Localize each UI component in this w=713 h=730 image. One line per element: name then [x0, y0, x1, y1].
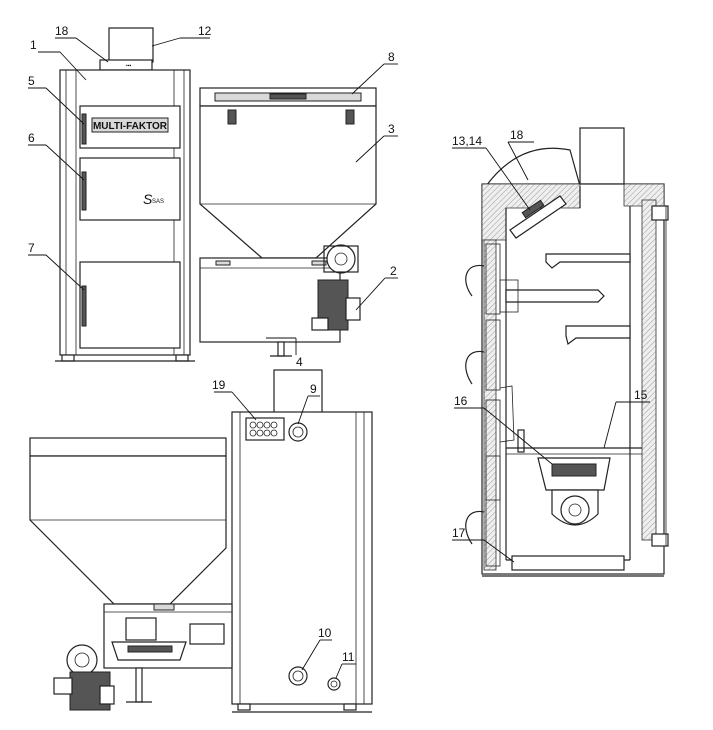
callout-3: 3: [388, 122, 395, 136]
callout-12: 12: [198, 24, 212, 38]
baffle-middle: [505, 289, 605, 303]
lid-hinge-left: [227, 109, 237, 125]
section-flow-connection: [651, 205, 669, 221]
front-leaders: [28, 37, 398, 355]
feeder-junction: [189, 623, 225, 645]
baffle-top: [545, 253, 631, 269]
callout-18-front: 18: [55, 24, 69, 38]
callout-5: 5: [28, 74, 35, 88]
signature-mark: S: [143, 191, 153, 207]
callout-4: 4: [296, 355, 303, 369]
baffle-lower: [565, 325, 631, 346]
rear-hopper-lid: [29, 437, 227, 457]
feeder-motor: [326, 244, 356, 274]
section-return-connection: [651, 533, 669, 547]
callout-2: 2: [390, 264, 397, 278]
rear-view: 19 9 10 11: [29, 369, 373, 713]
rear-fuel-hopper: [29, 455, 227, 605]
callout-19: 19: [212, 378, 226, 392]
callout-15: 15: [634, 388, 648, 402]
rear-feeder-motor: [66, 644, 98, 676]
callout-10: 10: [318, 626, 332, 640]
section-handle-upper: [465, 264, 485, 297]
svg-text:▪▪▪: ▪▪▪: [126, 63, 132, 69]
rear-flue-outlet: [273, 369, 323, 415]
callout-1: 1: [30, 38, 37, 52]
brand-plate-text: MULTI-FAKTOR: [93, 121, 168, 132]
lower-door-handle: [81, 285, 87, 327]
flue-outlet: [108, 27, 154, 63]
callout-6: 6: [28, 131, 35, 145]
flue-damper: [509, 195, 567, 239]
flow-connection: [288, 422, 308, 442]
ash-pan: [511, 555, 625, 571]
fuel-loading-door: [79, 157, 181, 221]
callout-9: 9: [310, 382, 317, 396]
gear-flange: [345, 297, 361, 321]
section-handle-lower: [465, 510, 485, 545]
section-handle-middle: [465, 350, 485, 385]
rear-support-leg: [135, 667, 143, 703]
lid-hinge-right: [345, 109, 355, 125]
callout-18-section: 18: [510, 128, 524, 142]
callout-13-14: 13,14: [452, 134, 482, 148]
callout-16: 16: [454, 394, 468, 408]
lid-handle: [269, 93, 307, 100]
section-top-cover: [484, 147, 581, 187]
section-leaders: [452, 141, 650, 563]
section-flue-stack: [579, 127, 625, 185]
terminal-block: [245, 417, 285, 441]
ash-door: [79, 261, 181, 349]
brand-plate: [91, 117, 169, 133]
callout-17: 17: [452, 526, 466, 540]
fuel-hopper: [199, 105, 377, 259]
upper-door-handle: [81, 113, 87, 145]
svg-text:SAS: SAS: [152, 199, 164, 205]
rear-leaders: [214, 391, 356, 679]
drain-connection: [327, 677, 341, 691]
front-view: ▪▪▪ MULTI-FAKTOR S SAS: [28, 24, 398, 369]
callout-8: 8: [388, 50, 395, 64]
rear-body: [231, 411, 373, 705]
callout-7: 7: [28, 241, 35, 255]
return-connection: [288, 666, 308, 686]
section-view: 13,14 18 15 16 17: [452, 127, 669, 577]
middle-door-handle: [81, 171, 87, 211]
inspection-cover: [125, 617, 157, 641]
callout-11: 11: [342, 650, 355, 664]
feeder-support-leg: [277, 341, 285, 357]
